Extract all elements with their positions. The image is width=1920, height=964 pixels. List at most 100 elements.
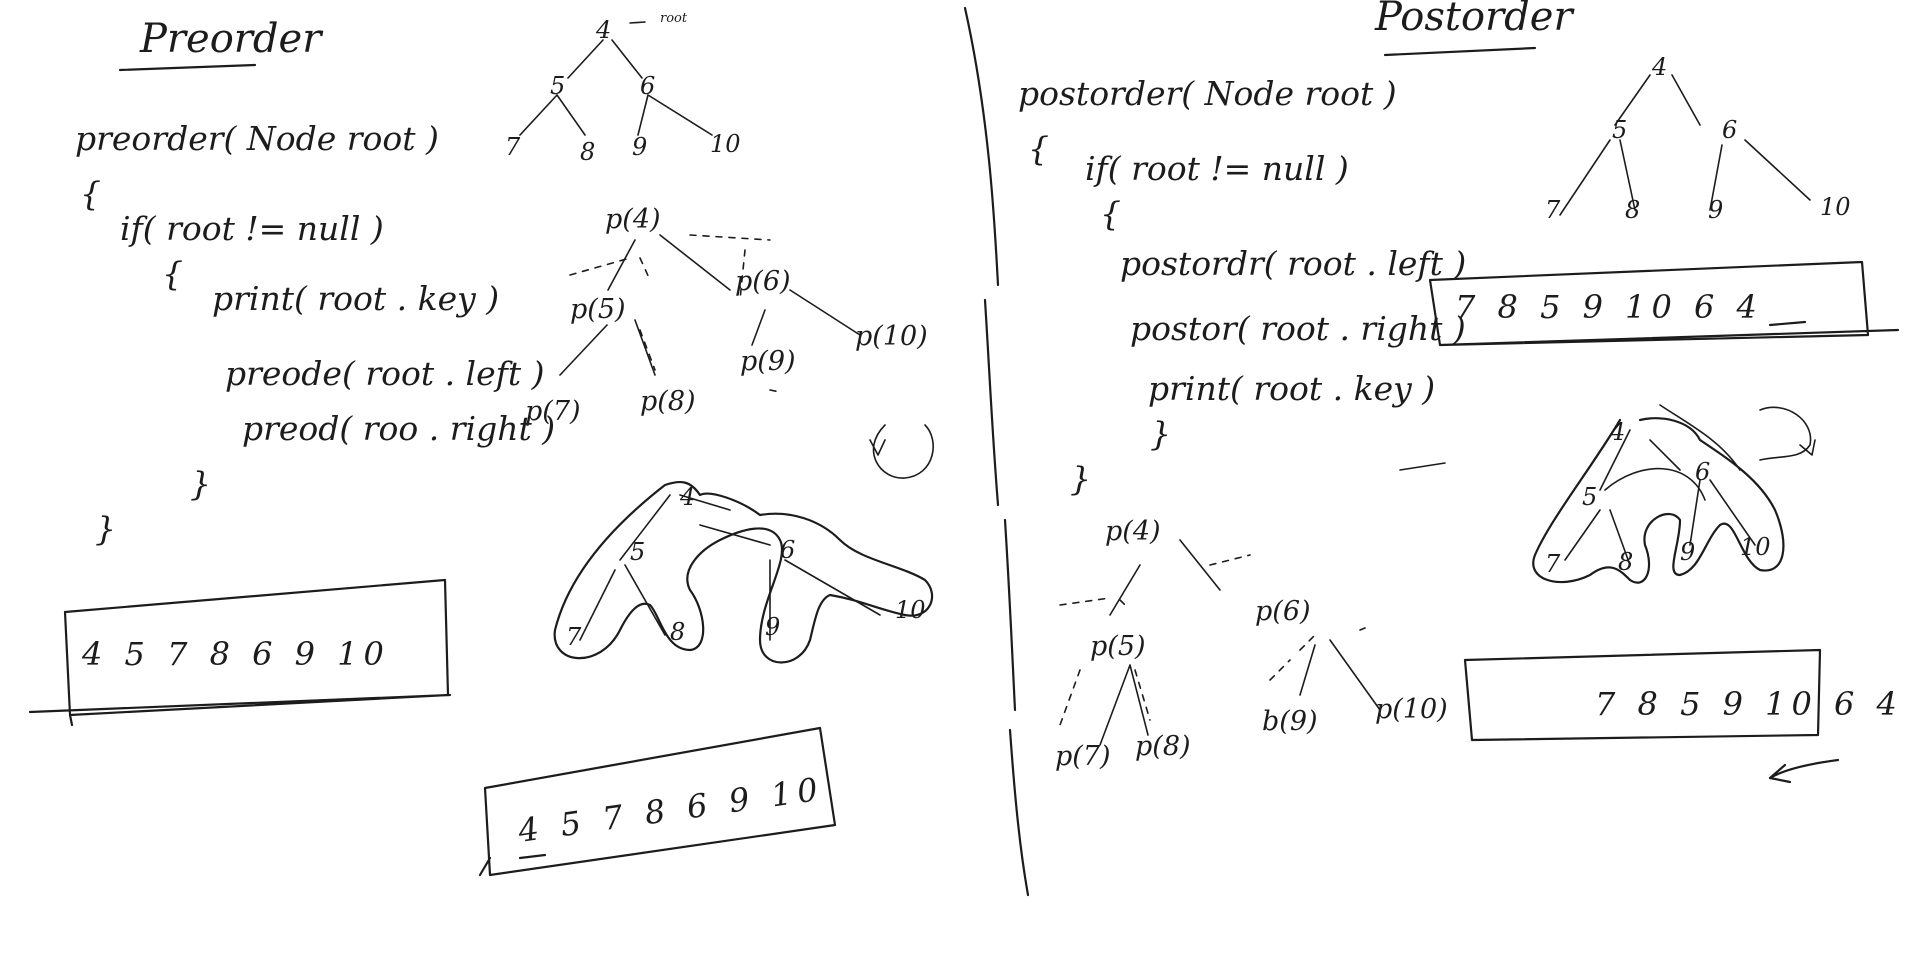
postorder-code: postorder( Node root ) { if( root != nul… — [1018, 74, 1466, 498]
code-line: } — [1150, 414, 1171, 453]
tree-edge — [1564, 429, 1756, 566]
root-note: root — [660, 11, 688, 26]
tree-leaf: 10 — [1820, 193, 1851, 221]
walk-node: 10 — [895, 596, 926, 624]
preorder-sequence: 4 5 7 8 6 9 10 — [81, 635, 390, 673]
code-line: if( root != null ) — [120, 209, 384, 248]
code-line: print( root . key ) — [1148, 369, 1435, 408]
walk-node: 10 — [1740, 533, 1771, 561]
call-node-p6: p(6) — [1255, 596, 1311, 627]
preorder-title: Preorder — [139, 16, 324, 62]
tree-node-root: 4 — [1651, 53, 1667, 81]
code-line: if( root != null ) — [1085, 149, 1349, 188]
preorder-call-tree: p(4) p(5) p(6) p(7) p(8) p(9) p(10) — [525, 204, 934, 479]
walk-outline — [553, 480, 934, 664]
postorder-sequence: 7 8 5 9 10 6 4 — [1455, 288, 1763, 326]
root-pointer — [629, 21, 646, 24]
result-box-frame — [28, 578, 452, 727]
call-dashed-edge — [1059, 554, 1366, 726]
call-node-p10: p(10) — [1375, 694, 1448, 725]
walk-node: 9 — [1680, 538, 1695, 566]
tree-edge — [579, 494, 881, 641]
tree-edge — [1559, 74, 1811, 216]
code-line: { — [1028, 129, 1049, 168]
call-node-p4: p(4) — [605, 204, 661, 235]
preorder-partial-result-box: 4 5 7 8 6 9 10 — [478, 726, 837, 877]
code-line: print( root . key ) — [212, 279, 499, 318]
stray-mark — [1399, 462, 1446, 471]
postorder-title: Postorder — [1374, 0, 1575, 40]
preorder-title-underline — [118, 63, 257, 72]
call-node-p9: p(9) — [740, 346, 796, 377]
code-line: postorder( Node root ) — [1018, 74, 1397, 113]
postorder-section: Postorder postorder( Node root ) { if( r… — [1018, 0, 1903, 784]
call-node-p7: p(7) — [525, 396, 581, 427]
call-node-p8: p(8) — [640, 386, 696, 417]
call-edge — [1099, 539, 1381, 746]
tree-leaf: 7 — [505, 133, 521, 161]
code-line: { — [80, 174, 101, 213]
code-line: postordr( root . left ) — [1120, 244, 1466, 283]
tree-leaf: 8 — [1625, 196, 1640, 224]
call-node-p7: p(7) — [1055, 741, 1111, 772]
tree-leaf: 7 — [1545, 196, 1561, 224]
code-line: postor( root . right ) — [1130, 309, 1466, 348]
call-dashed-edge — [569, 234, 781, 393]
result-box-frame — [478, 726, 837, 877]
tree-edge — [519, 39, 713, 136]
postorder-partial-result-box: 7 8 5 9 10 6 4 — [1463, 648, 1903, 784]
code-line: { — [1100, 194, 1121, 233]
preorder-code: preorder( Node root ) { if( root != null… — [75, 119, 555, 548]
walk-node: 5 — [1582, 483, 1597, 511]
traverse-arrow — [1604, 404, 1816, 501]
call-node-p5: p(5) — [570, 294, 626, 325]
call-node-p10: p(10) — [855, 321, 928, 352]
postorder-call-tree: p(4) p(5) p(6) p(7) p(8) b(9) p(10) — [1055, 516, 1448, 772]
preorder-result-box: 4 5 7 8 6 9 10 — [28, 578, 452, 727]
tree-leaf: 9 — [632, 133, 647, 161]
walk-node: 6 — [780, 536, 795, 564]
preorder-example-tree: 4 root 5 6 7 8 9 10 — [505, 11, 741, 166]
walk-node: 5 — [630, 538, 645, 566]
postorder-walk-tree: 4 5 6 7 8 9 10 — [1399, 404, 1816, 584]
postorder-title-underline — [1383, 46, 1537, 57]
code-line: } — [95, 509, 116, 548]
walk-node: 4 — [679, 483, 695, 511]
walk-node: 4 — [1609, 418, 1625, 446]
arrow-left — [1768, 758, 1840, 784]
tree-node-root: 4 — [595, 16, 611, 44]
preorder-partial-sequence: 4 5 7 8 6 9 10 — [515, 769, 826, 850]
code-line: preorder( Node root ) — [75, 119, 439, 158]
walk-node: 7 — [566, 623, 582, 651]
walk-node: 8 — [1618, 548, 1633, 576]
postorder-partial-sequence: 7 8 5 9 10 6 4 — [1595, 685, 1903, 723]
code-line: } — [1070, 459, 1091, 498]
call-node-p8: p(8) — [1135, 731, 1191, 762]
code-line: preode( root . left ) — [225, 354, 544, 393]
call-node-p4: p(4) — [1105, 516, 1161, 547]
tree-leaf: 8 — [580, 138, 595, 166]
tree-node-left: 5 — [1612, 116, 1627, 144]
code-line: { — [162, 254, 183, 293]
postorder-example-tree: 4 5 6 7 8 9 10 — [1545, 53, 1851, 224]
walk-outline — [1532, 417, 1785, 584]
walk-node: 9 — [765, 613, 780, 641]
postorder-result-box: 7 8 5 9 10 6 4 — [1428, 260, 1900, 347]
code-line: preod( roo . right ) — [242, 409, 555, 448]
tree-node-right: 6 — [640, 72, 655, 100]
section-divider — [963, 6, 1030, 897]
call-node-p9: b(9) — [1262, 706, 1318, 737]
result-box-frame — [1428, 260, 1900, 347]
preorder-section: Preorder preorder( Node root ) { if( roo… — [28, 11, 934, 877]
result-box-frame — [1463, 648, 1822, 742]
tree-leaf: 9 — [1708, 196, 1723, 224]
tree-leaf: 10 — [710, 130, 741, 158]
tree-node-right: 6 — [1722, 116, 1737, 144]
tree-node-left: 5 — [550, 72, 565, 100]
preorder-walk-tree: 4 5 6 7 8 9 10 — [553, 480, 934, 664]
walk-node: 7 — [1545, 550, 1561, 578]
highlight-underline — [1768, 320, 1807, 327]
call-node-p5: p(5) — [1090, 631, 1146, 662]
walk-node: 6 — [1695, 458, 1710, 486]
